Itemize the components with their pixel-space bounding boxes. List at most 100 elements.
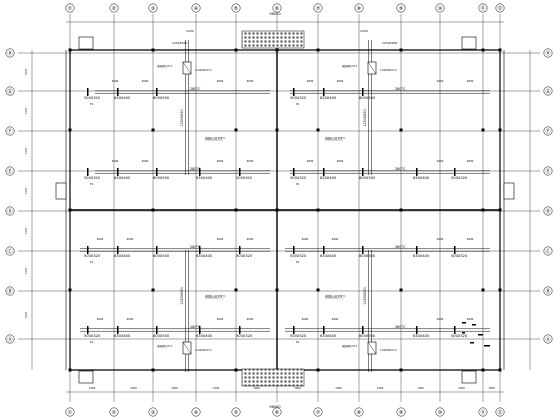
riser-size-label: 1250X630 [363,109,367,126]
column-bubble [109,3,119,13]
row-bubble [543,166,553,176]
duct-size-label: 630X400 [413,254,430,258]
riser-size-label: 1250X630 [180,109,184,126]
duct-size-label: 800X500 [153,96,170,100]
column-bubble [313,3,323,13]
column-label: ⑫ [497,5,502,12]
row-dimension: 7200 [24,227,28,234]
smoke-outlet [362,168,364,176]
damper-temp-label: 280°C [190,245,201,249]
span-dimension: 4000 [437,159,444,163]
bay-dimension: 7200 [253,386,260,390]
column-pad [316,48,320,52]
duct-size-label: 800X500 [359,254,376,258]
bay-dimension: 7200 [171,386,178,390]
span-dimension: 4000 [142,159,149,163]
smoke-outlet [117,246,119,254]
duct-size-label: 630X400 [114,254,131,258]
fan-tag: 排烟风机 PY-1 [342,344,358,348]
smoke-outlet [323,88,325,96]
span-dimension: 4000 [217,159,224,163]
span-dimension: 4000 [437,237,444,241]
row-bubble [543,286,553,296]
column-bubble [354,3,364,13]
column-bubble [65,3,75,13]
row-dimension: 7200 [24,311,28,318]
duct-systems: 500X320 630X400 800X500 4000 4000 4000 4000 280… [80,40,490,372]
fan-tag: 排烟风机 PY-1 [157,344,173,348]
duct-size-label: 500X320 [236,176,253,180]
column-pad [481,368,485,372]
outlet-tag: P1 [90,340,94,344]
duct-size-label: 500X320 [236,254,253,258]
column-bubble [272,3,282,13]
row-bubble [5,286,15,296]
row-label: Ⓒ [7,248,12,255]
column-label: ① [68,410,73,416]
duct-size-label: 630X400 [196,176,213,180]
duct-size-label: 500X320 [290,96,307,100]
outlet-tag: P1 [296,182,300,186]
row-label: Ⓐ [7,336,12,343]
smoke-outlet [87,246,89,254]
span-dimension: 4000 [247,79,254,83]
span-dimension: 4000 [307,79,314,83]
smoke-outlet [199,326,201,334]
row-label: Ⓔ [545,168,550,175]
smoke-outlet [199,168,201,176]
smoke-outlet [117,326,119,334]
row-bubble [5,206,15,216]
duct-size-label: 500X320 [451,334,468,338]
duct-size-label: 500X320 [451,254,468,258]
column-label: ⑤ [234,6,238,12]
damper-temp-label: 280°C [190,325,201,329]
span-dimension: 4000 [247,159,254,163]
smoke-outlet [293,246,295,254]
row-bubble [543,126,553,136]
duct-size-label: 500X320 [451,176,468,180]
bay-dimension: 7200 [335,386,342,390]
column-label: ⑨ [399,6,403,12]
duct-size-label: 500X320 [84,254,101,258]
smoke-outlet [293,88,295,96]
row-label: Ⓗ [7,50,12,57]
column-pad [481,128,485,132]
row-bubble [5,48,15,58]
span-dimension: 4000 [337,79,344,83]
duct-size-label: 630X400 [196,254,213,258]
column-label: ⑩ [438,410,443,416]
column-label: ② [112,6,117,12]
span-dimension: 4000 [467,237,474,241]
smoke-outlet [156,168,158,176]
bay-dimension: 7200 [377,386,384,390]
smoke-outlet [117,168,119,176]
smoke-outlet [362,326,364,334]
duct-size-label: 630X400 [320,334,337,338]
column-pad [151,48,155,52]
column-pad [151,288,155,292]
smoke-outlet [454,326,456,334]
column-pad [399,128,403,132]
row-dimension: 7200 [24,187,28,194]
smoke-outlet [156,88,158,96]
top-dim-right: 1200 [360,29,368,33]
duct-size-label: 630X400 [413,334,430,338]
row-bubble [543,206,553,216]
span-dimension: 4000 [217,317,224,321]
bay-dimension: 7200 [213,386,220,390]
column-bubble [231,407,241,417]
top-duct-label-right: 1250X630 [382,41,398,45]
smoke-outlet [362,246,364,254]
row-label: Ⓐ [545,336,550,343]
column-pad [234,368,238,372]
smoke-outlet [156,246,158,254]
span-dimension: 4000 [337,159,344,163]
column-pad [481,288,485,292]
span-dimension: 4000 [127,317,134,321]
bay-dimension: 7200 [294,386,301,390]
span-dimension: 4000 [307,159,314,163]
fire-partition-walls [70,50,500,370]
column-bubble [495,3,505,13]
column-bubble [231,3,241,13]
